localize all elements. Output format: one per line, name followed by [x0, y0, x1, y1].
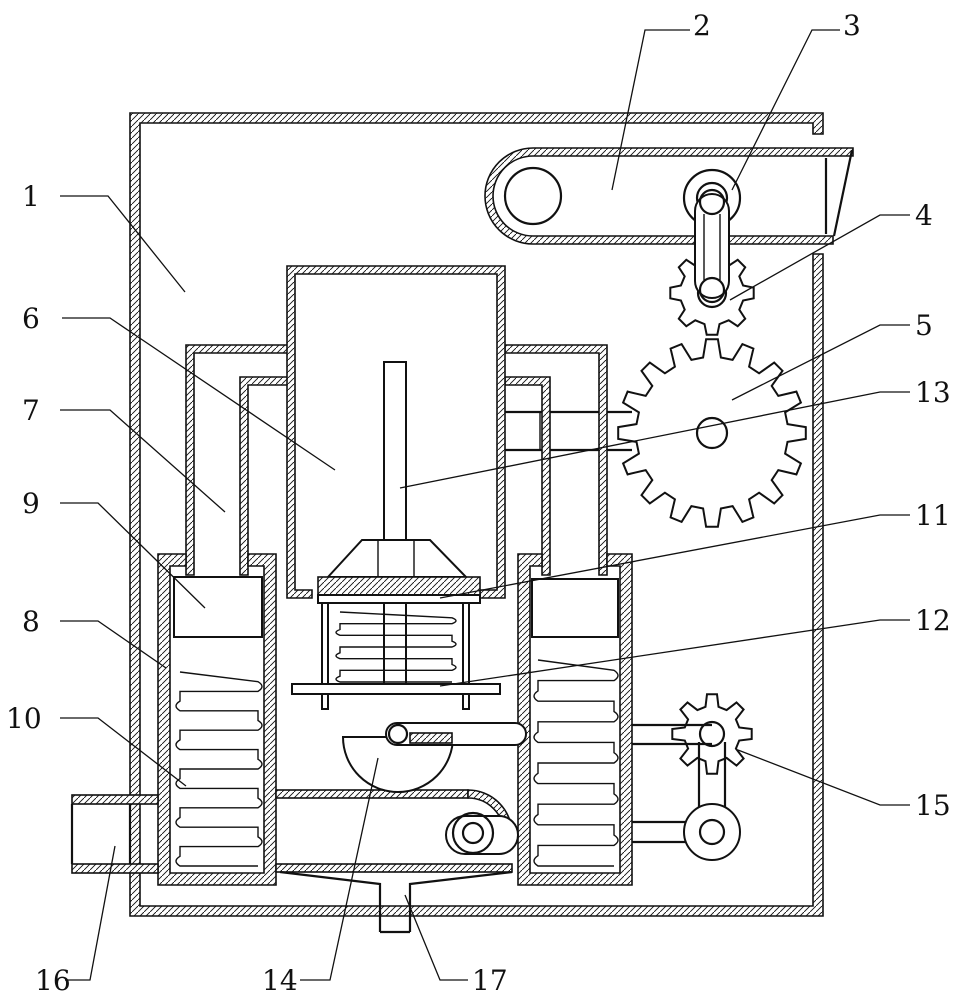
- label-15: 15: [915, 789, 951, 822]
- label-11: 11: [915, 499, 951, 532]
- conveyor-belt: [484, 147, 854, 245]
- hopper: [286, 265, 506, 599]
- stirrer-spring-assembly: [291, 602, 501, 710]
- label-10: 10: [6, 702, 42, 735]
- gear-shaft: [505, 410, 632, 452]
- left-spring-housing: [157, 553, 277, 886]
- chain-drive: [632, 723, 741, 861]
- label-7: 7: [22, 394, 40, 427]
- scraper-chain: [385, 722, 527, 855]
- label-2: 2: [693, 9, 711, 42]
- label-6: 6: [22, 302, 40, 335]
- stirring-rod: [383, 361, 407, 689]
- scraper: [341, 736, 455, 793]
- inlet-pipe: [70, 794, 159, 874]
- label-3: 3: [843, 9, 861, 42]
- label-1: 1: [22, 180, 40, 213]
- part-labels: 1 2 3 4 5 6 7 8 9 10 11 12 13 14 15 16 1…: [6, 9, 951, 997]
- label-16: 16: [35, 964, 71, 997]
- label-5: 5: [915, 309, 933, 342]
- gear-belt-link: [694, 188, 730, 304]
- label-9: 9: [22, 487, 40, 520]
- outlet: [279, 870, 513, 934]
- right-spring-housing: [517, 553, 633, 886]
- cone-plate: [317, 539, 481, 604]
- large-gear: [617, 338, 807, 528]
- label-13: 13: [915, 376, 951, 409]
- label-8: 8: [22, 605, 40, 638]
- label-17: 17: [472, 964, 508, 997]
- leader-lines: [60, 29, 910, 981]
- chain-gear: [671, 693, 753, 775]
- frame-right-arm: [504, 344, 608, 576]
- label-4: 4: [915, 199, 933, 232]
- label-12: 12: [915, 604, 951, 637]
- housing: [129, 112, 824, 917]
- label-14: 14: [262, 964, 298, 997]
